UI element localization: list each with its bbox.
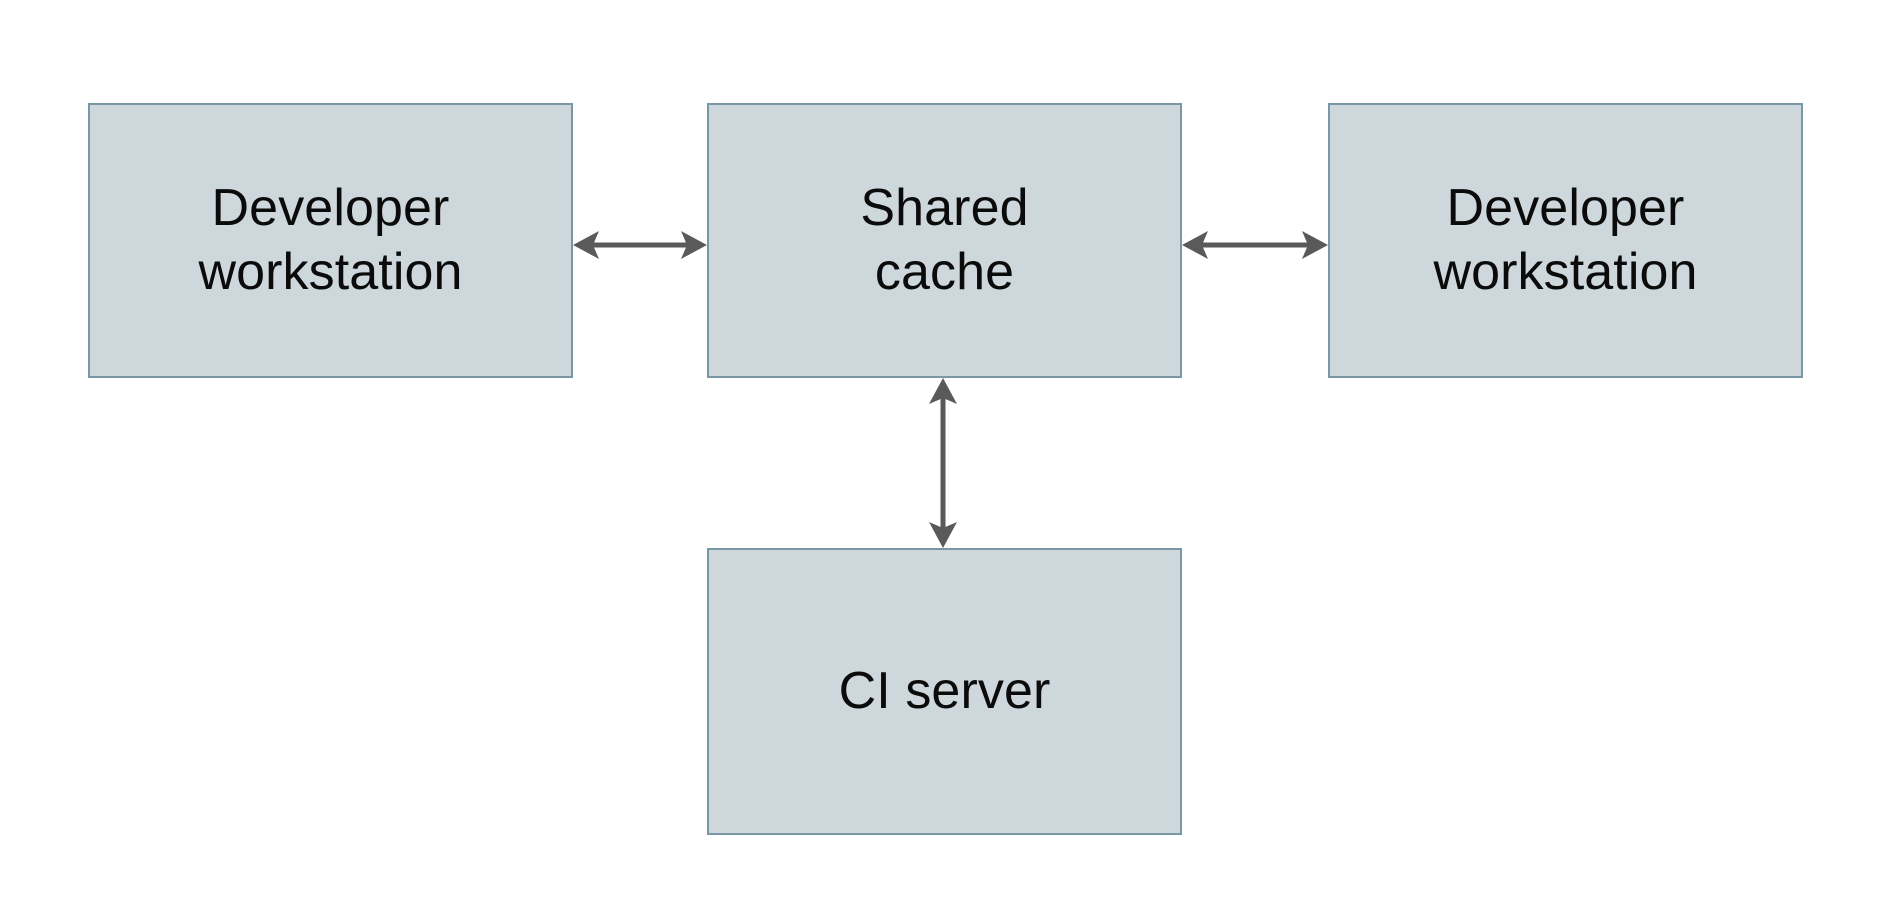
double-arrow-horizontal-icon — [1182, 231, 1328, 259]
node-developer-workstation-left[interactable]: Developer workstation — [88, 103, 573, 378]
edge-shared-cache-to-developer-right[interactable] — [1174, 222, 1336, 268]
double-arrow-vertical-icon — [929, 378, 957, 548]
node-label: Developer workstation — [1433, 179, 1698, 301]
node-label: CI server — [838, 661, 1051, 720]
node-shared-cache[interactable]: Shared cache — [707, 103, 1182, 378]
node-developer-workstation-right[interactable]: Developer workstation — [1328, 103, 1803, 378]
node-ci-server[interactable]: CI server — [707, 548, 1182, 835]
edge-shared-cache-to-ci-server[interactable] — [920, 370, 966, 556]
node-label: Developer workstation — [198, 179, 463, 301]
edge-developer-left-to-shared-cache[interactable] — [565, 222, 715, 268]
double-arrow-horizontal-icon — [573, 231, 707, 259]
node-label: Shared cache — [860, 179, 1029, 301]
